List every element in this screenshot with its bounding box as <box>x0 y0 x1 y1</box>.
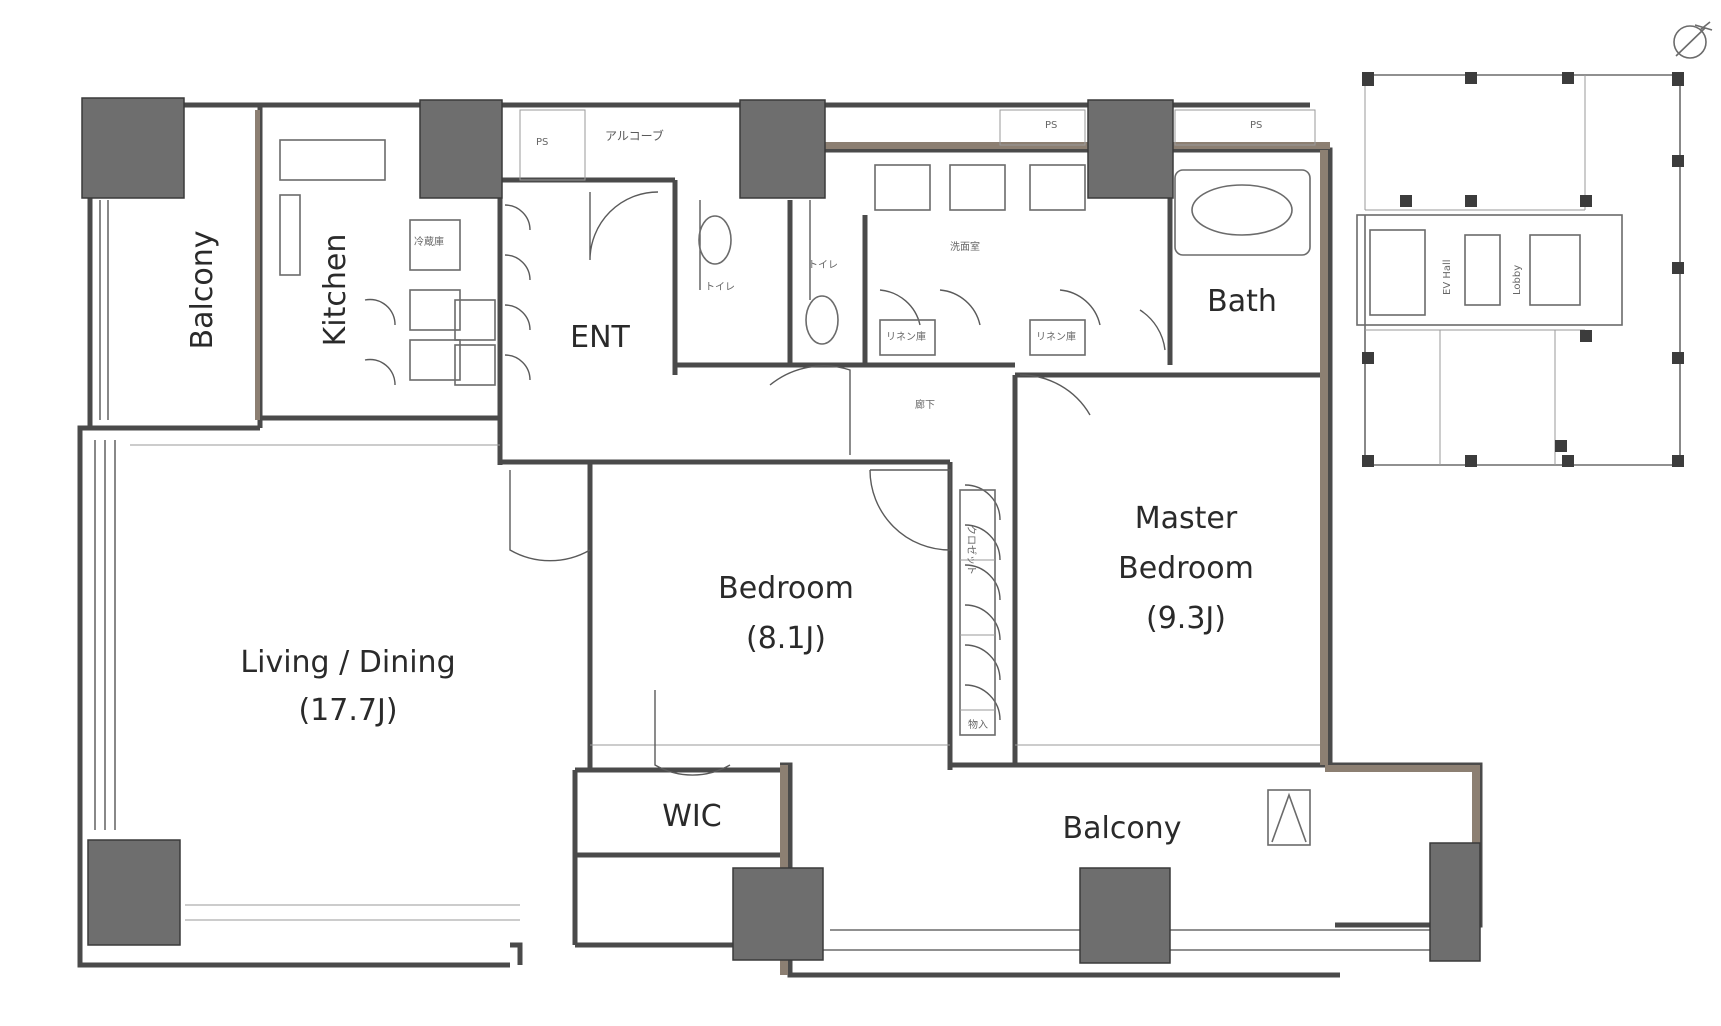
living-dining-size: (17.7J) <box>298 693 397 728</box>
kitchen-label: Kitchen <box>318 234 353 347</box>
hallway-label: 廊下 <box>915 398 935 411</box>
lobby-label: Lobby <box>1512 265 1523 295</box>
master-bedroom-size: (9.3J) <box>1146 601 1226 636</box>
fixtures <box>279 109 1316 846</box>
bedroom-size: (8.1J) <box>746 621 826 656</box>
north-arrow-icon <box>1673 21 1713 59</box>
structural-columns <box>81 97 1481 964</box>
ent-label: ENT <box>570 320 630 355</box>
window-frames <box>94 200 1320 921</box>
washroom-label: 洗面室 <box>950 240 980 253</box>
storage-label: 物入 <box>968 718 988 731</box>
room-labels: Balcony Kitchen ENT Bath Living / Dining… <box>185 231 1277 846</box>
balcony-left-label: Balcony <box>185 231 220 350</box>
small-labels: PS アルコーブ PS PS トイレ トイレ 洗面室 廊下 リネン庫 リネン庫 … <box>414 120 1262 731</box>
bath-label: Bath <box>1207 284 1277 319</box>
ev-hall-label: EV Hall <box>1442 259 1453 295</box>
ps-label-2: PS <box>1045 120 1057 131</box>
interior-walls <box>90 105 1330 948</box>
linen-label-1: リネン庫 <box>886 330 926 343</box>
living-dining-label: Living / Dining <box>240 645 455 680</box>
door-swings <box>364 191 1166 776</box>
alcove-label: アルコーブ <box>605 128 664 143</box>
linen-label-2: リネン庫 <box>1036 330 1076 343</box>
key-plan: EV Hall Lobby <box>1356 72 1684 467</box>
ps-label-3: PS <box>1250 120 1262 131</box>
master-bedroom-label-line2: Bedroom <box>1118 551 1254 586</box>
ps-label-1: PS <box>536 137 548 148</box>
bedroom-label: Bedroom <box>718 571 854 606</box>
fridge-label: 冷蔵庫 <box>414 235 444 248</box>
closet-label: クロゼット <box>965 525 977 575</box>
toilet-label-1: トイレ <box>705 282 735 293</box>
toilet-label-2: トイレ <box>808 260 838 271</box>
master-bedroom-label-line1: Master <box>1135 501 1238 536</box>
balcony-bottom-label: Balcony <box>1063 811 1182 846</box>
wic-label: WIC <box>662 799 721 834</box>
